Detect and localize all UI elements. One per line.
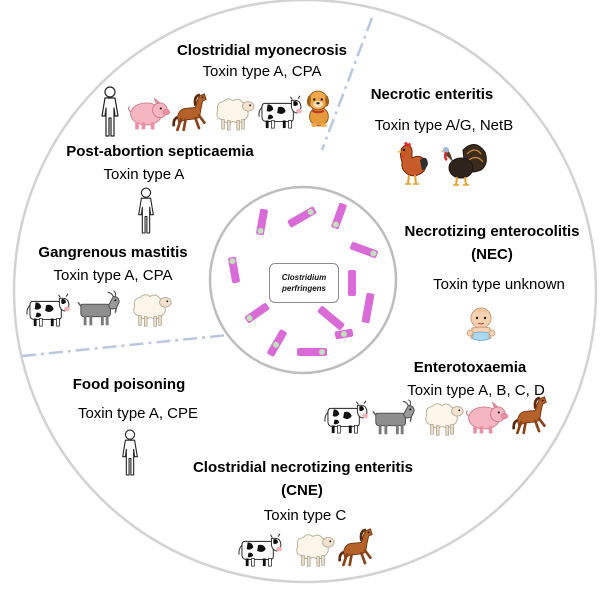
food-poisoning-toxin: Toxin type A, CPE <box>77 405 199 422</box>
food-poisoning-title: Food poisoning <box>72 376 186 393</box>
necrotic-enteritis-title: Necrotic enteritis <box>370 86 494 103</box>
bacterium <box>256 208 268 236</box>
post-abortion-septicaemia-title: Post-abortion septicaemia <box>66 143 254 160</box>
nec-title-line1: Necrotizing enterocolitis <box>404 223 580 240</box>
bacterium <box>297 348 327 356</box>
cne-toxin: Toxin type C <box>263 507 347 524</box>
divider-top <box>320 17 374 151</box>
bacterium <box>350 242 378 258</box>
bacteria-cluster <box>228 202 378 357</box>
bacterium <box>287 206 317 228</box>
cne-title-line2: (CNE) <box>281 482 323 499</box>
bacterium <box>334 328 354 340</box>
enterotoxaemia-toxin: Toxin type A, B, C, D <box>407 382 545 399</box>
center-label-line1: Clostridium <box>281 273 327 282</box>
bacterium <box>228 256 240 284</box>
bacterium <box>317 306 345 330</box>
clostridial-myonecrosis-title: Clostridial myonecrosis <box>176 42 348 59</box>
bacterium <box>331 202 347 230</box>
bacterium <box>267 329 287 357</box>
nec-toxin: Toxin type unknown <box>433 276 565 293</box>
bacterium <box>244 303 270 323</box>
gangrenous-mastitis-title: Gangrenous mastitis <box>38 244 188 261</box>
post-abortion-septicaemia-toxin: Toxin type A <box>103 166 185 183</box>
divider-left <box>21 333 229 358</box>
center-label-line2: perfringens <box>281 284 326 293</box>
cne-title-line1: Clostridial necrotizing enteritis <box>192 459 414 476</box>
bacterium <box>361 292 375 324</box>
gangrenous-mastitis-toxin: Toxin type A, CPA <box>53 267 173 284</box>
clostridial-myonecrosis-toxin: Toxin type A, CPA <box>202 63 322 80</box>
enterotoxaemia-title: Enterotoxaemia <box>413 359 527 376</box>
nec-title-line2: (NEC) <box>471 246 513 263</box>
necrotic-enteritis-toxin: Toxin type A/G, NetB <box>374 117 514 134</box>
bacterium <box>348 270 356 296</box>
center-label: Clostridium perfringens <box>269 263 339 303</box>
